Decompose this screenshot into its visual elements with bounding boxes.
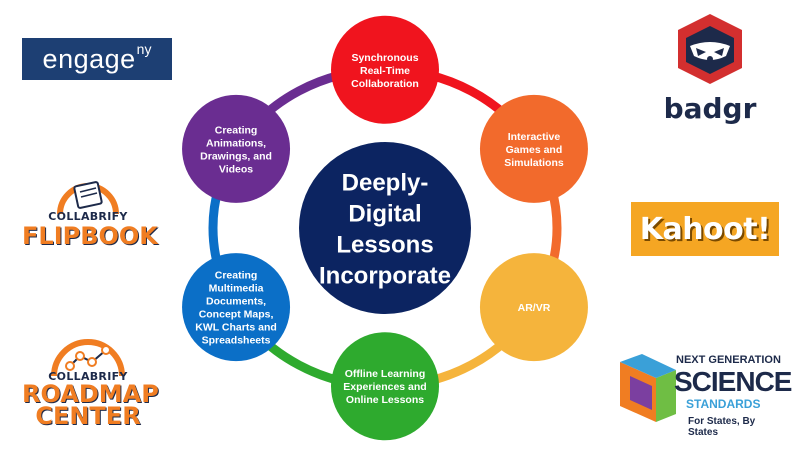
node-label-line: Experiences and: [343, 381, 426, 393]
ngss-line2: SCIENCE: [674, 366, 792, 397]
kahoot-wordmark: Kahoot!: [639, 211, 771, 247]
node-label-line: Multimedia: [209, 283, 264, 295]
node-circle: [479, 94, 588, 203]
ngss-logo: NEXT GENERATION SCIENCE STANDARDS For St…: [612, 348, 792, 438]
ngss-line3: STANDARDS: [686, 397, 761, 411]
node-label-line: Animations,: [206, 137, 266, 149]
node-label-line: Creating: [215, 270, 258, 282]
node-label-line: Real-Time: [360, 65, 410, 77]
flipbook-brand: COLLABRIFY: [48, 210, 128, 223]
collabrify-roadmap-logo: COLLABRIFY ROADMAP CENTER: [22, 334, 159, 430]
node-label-line: AR/VR: [518, 302, 551, 314]
node-label-line: Videos: [219, 163, 253, 175]
node-label-line: Online Lessons: [346, 394, 424, 406]
ngss-emblem-icon: [620, 354, 676, 422]
flipbook-name: FLIPBOOK: [22, 222, 158, 250]
node-circle: [331, 332, 439, 441]
node-circle: [479, 253, 588, 362]
node-label-line: Spreadsheets: [202, 335, 271, 347]
node-label-line: Interactive: [508, 131, 561, 143]
badgr-logo: badgr: [650, 12, 770, 132]
center-circle: [299, 142, 471, 314]
node-label-line: KWL Charts and: [195, 322, 276, 334]
node-label-line: Collaboration: [351, 78, 419, 90]
center-label-line: Deeply-: [342, 170, 429, 197]
center-label-line: Digital: [348, 201, 421, 228]
ngss-line1: NEXT GENERATION: [676, 354, 781, 366]
node-label-line: Drawings, and: [200, 150, 272, 162]
node-circle: [182, 94, 291, 203]
engageny-logo-sup: ny: [136, 41, 152, 57]
badgr-wordmark: badgr: [663, 92, 757, 125]
collabrify-flipbook-logo: COLLABRIFY FLIPBOOK: [22, 170, 158, 250]
node-circle: [182, 253, 291, 362]
node-label: AR/VR: [518, 302, 551, 314]
ngss-line4: For States, By States: [688, 416, 756, 438]
badger-shield-icon: [678, 14, 742, 84]
node-label-line: Simulations: [504, 157, 564, 169]
node-label-line: Concept Maps,: [199, 309, 274, 321]
node-label-line: Documents,: [206, 296, 266, 308]
roadmap-brand: COLLABRIFY: [48, 370, 128, 383]
kahoot-logo: Kahoot!: [631, 202, 779, 256]
node-circle: [331, 15, 439, 124]
book-arch-icon: [57, 181, 119, 215]
center-label-line: Lessons: [336, 232, 433, 259]
node-label-line: Offline Learning: [345, 368, 426, 380]
node-label-line: Synchronous: [351, 52, 418, 64]
engageny-logo-main: engage: [42, 43, 136, 74]
roadmap-center: CENTER: [35, 402, 141, 430]
center-label-line: Incorporate: [319, 263, 451, 290]
roadmap-name: ROADMAP: [22, 380, 159, 408]
node-label-line: Creating: [215, 124, 258, 136]
node-label-line: Games and: [506, 144, 563, 156]
roadmap-arch-icon: [51, 339, 125, 377]
